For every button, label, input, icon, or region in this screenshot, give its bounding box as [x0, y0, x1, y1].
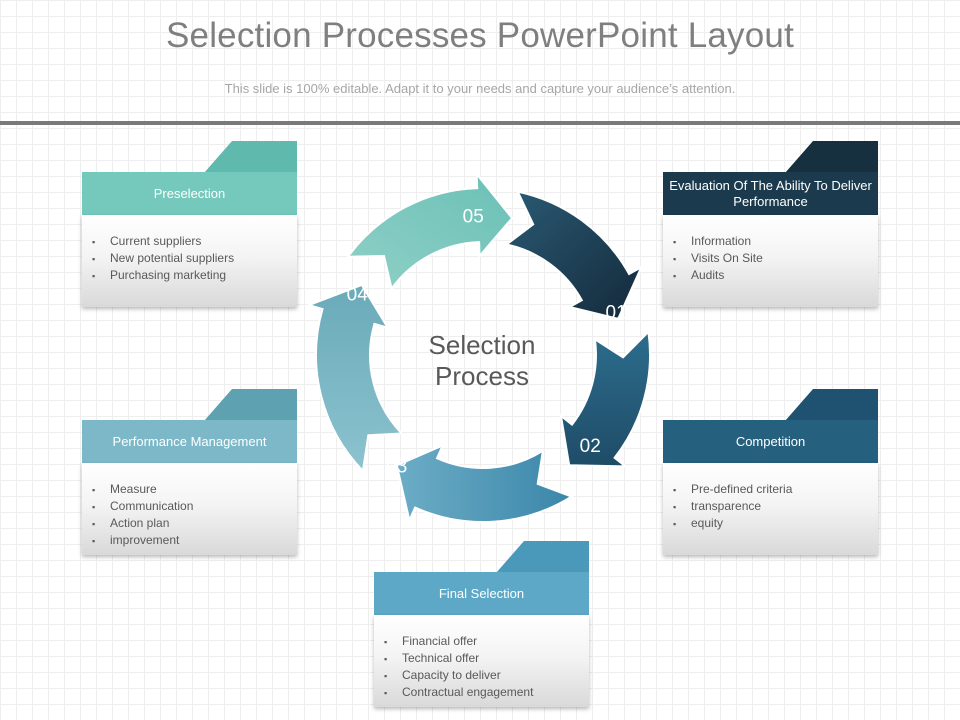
card-list-item-text: Capacity to deliver: [402, 668, 501, 682]
card-title: Competition: [663, 420, 878, 463]
card-body: ▪ Current suppliers ▪ New potential supplie…: [82, 215, 297, 307]
card-list-item-text: Purchasing marketing: [110, 268, 227, 282]
card-list-item: ▪ Contractual engagement: [384, 684, 589, 701]
card-list: ▪ Current suppliers ▪ New potential supplie…: [82, 215, 297, 284]
card-list-item-text: improvement: [110, 533, 180, 547]
bullet-icon: ▪: [92, 237, 96, 247]
bullet-icon: ▪: [384, 671, 388, 681]
card-list-item-text: Visits On Site: [691, 251, 763, 265]
cycle-step-number: 01: [606, 303, 627, 324]
bullet-icon: ▪: [92, 519, 96, 529]
card-body: ▪ Financial offer ▪ Technical offer ▪ Capacit…: [374, 615, 589, 707]
card-body: ▪ Pre-defined criteria ▪ transparence ▪ equit…: [663, 463, 878, 555]
card-list: ▪ Measure ▪ Communication ▪ Action plan ▪ impro…: [82, 463, 297, 549]
bullet-icon: ▪: [673, 237, 677, 247]
card-list-item: ▪ New potential suppliers: [92, 250, 297, 267]
title-divider: [0, 121, 960, 125]
cycle-arrow-03: [395, 443, 574, 524]
card-list-item-text: Contractual engagement: [402, 685, 534, 699]
bullet-icon: ▪: [92, 271, 96, 281]
bullet-icon: ▪: [673, 485, 677, 495]
card-title: Final Selection: [374, 572, 589, 615]
card-list-item: ▪ Capacity to deliver: [384, 667, 589, 684]
card-list-item-text: Communication: [110, 499, 194, 513]
bullet-icon: ▪: [92, 536, 96, 546]
card-list-item: ▪ improvement: [92, 532, 297, 549]
card-list: ▪ Pre-defined criteria ▪ transparence ▪ equit…: [663, 463, 878, 532]
bullet-icon: ▪: [384, 688, 388, 698]
card-list-item: ▪ Current suppliers: [92, 233, 297, 250]
card-body: ▪ Information ▪ Visits On Site ▪ Audits: [663, 215, 878, 307]
cycle-step-number: 05: [463, 206, 484, 227]
card-list-item: ▪ Information: [673, 233, 878, 250]
cycle-step-number: 02: [580, 436, 601, 457]
card-title: Evaluation Of The Ability To Deliver Per…: [663, 172, 878, 215]
slide-title: Selection Processes PowerPoint Layout: [165, 16, 795, 55]
card-list-item: ▪ equity: [673, 515, 878, 532]
cycle-arrow-04: [305, 283, 404, 474]
card-list-item-text: Information: [691, 234, 752, 248]
card-list-item: ▪ Action plan: [92, 515, 297, 532]
card-list-item: ▪ Measure: [92, 481, 297, 498]
card-list-item-text: Pre-defined criteria: [691, 482, 793, 496]
bullet-icon: ▪: [92, 485, 96, 495]
card-body: ▪ Measure ▪ Communication ▪ Action plan ▪ impro…: [82, 463, 297, 555]
cycle-arrow-01: [504, 190, 644, 320]
card-list-item-text: equity: [691, 516, 724, 530]
card-list-item: ▪ Visits On Site: [673, 250, 878, 267]
card-list-item: ▪ Pre-defined criteria: [673, 481, 878, 498]
card-list-item-text: Current suppliers: [110, 234, 202, 248]
slide-subtitle: This slide is 100% editable. Adapt it to…: [224, 81, 736, 96]
card-list-item: ▪ Financial offer: [384, 633, 589, 650]
bullet-icon: ▪: [92, 254, 96, 264]
cycle-step-number: 04: [347, 285, 369, 306]
bullet-icon: ▪: [673, 254, 677, 264]
card-title: Performance Management: [82, 420, 297, 463]
card-list-item-text: Audits: [691, 268, 725, 282]
cycle-step-number: 03: [386, 456, 407, 477]
card-list-item: ▪ transparence: [673, 498, 878, 515]
card-list-item: ▪ Communication: [92, 498, 297, 515]
card-list-item: ▪ Audits: [673, 267, 878, 284]
card-list-item-text: Measure: [110, 482, 157, 496]
card-list-item-text: transparence: [691, 499, 762, 513]
card-list-item-text: Technical offer: [402, 651, 480, 665]
card-list-item-text: Action plan: [110, 516, 170, 530]
card-list-item-text: Financial offer: [402, 634, 478, 648]
bullet-icon: ▪: [384, 637, 388, 647]
bullet-icon: ▪: [384, 654, 388, 664]
center-label-line: Process: [435, 361, 529, 391]
bullet-icon: ▪: [673, 502, 677, 512]
card-list-item-text: New potential suppliers: [110, 251, 235, 265]
card-list: ▪ Information ▪ Visits On Site ▪ Audits: [663, 215, 878, 284]
card-list-item: ▪ Technical offer: [384, 650, 589, 667]
center-label-line: Selection: [428, 330, 536, 360]
card-list: ▪ Financial offer ▪ Technical offer ▪ Capacit…: [374, 615, 589, 701]
cycle-arrow-02: [559, 329, 651, 468]
bullet-icon: ▪: [673, 271, 677, 281]
bullet-icon: ▪: [92, 502, 96, 512]
bullet-icon: ▪: [673, 519, 677, 529]
card-title: Preselection: [82, 172, 297, 215]
cycle-arrow-05: [345, 171, 514, 291]
card-list-item: ▪ Purchasing marketing: [92, 267, 297, 284]
